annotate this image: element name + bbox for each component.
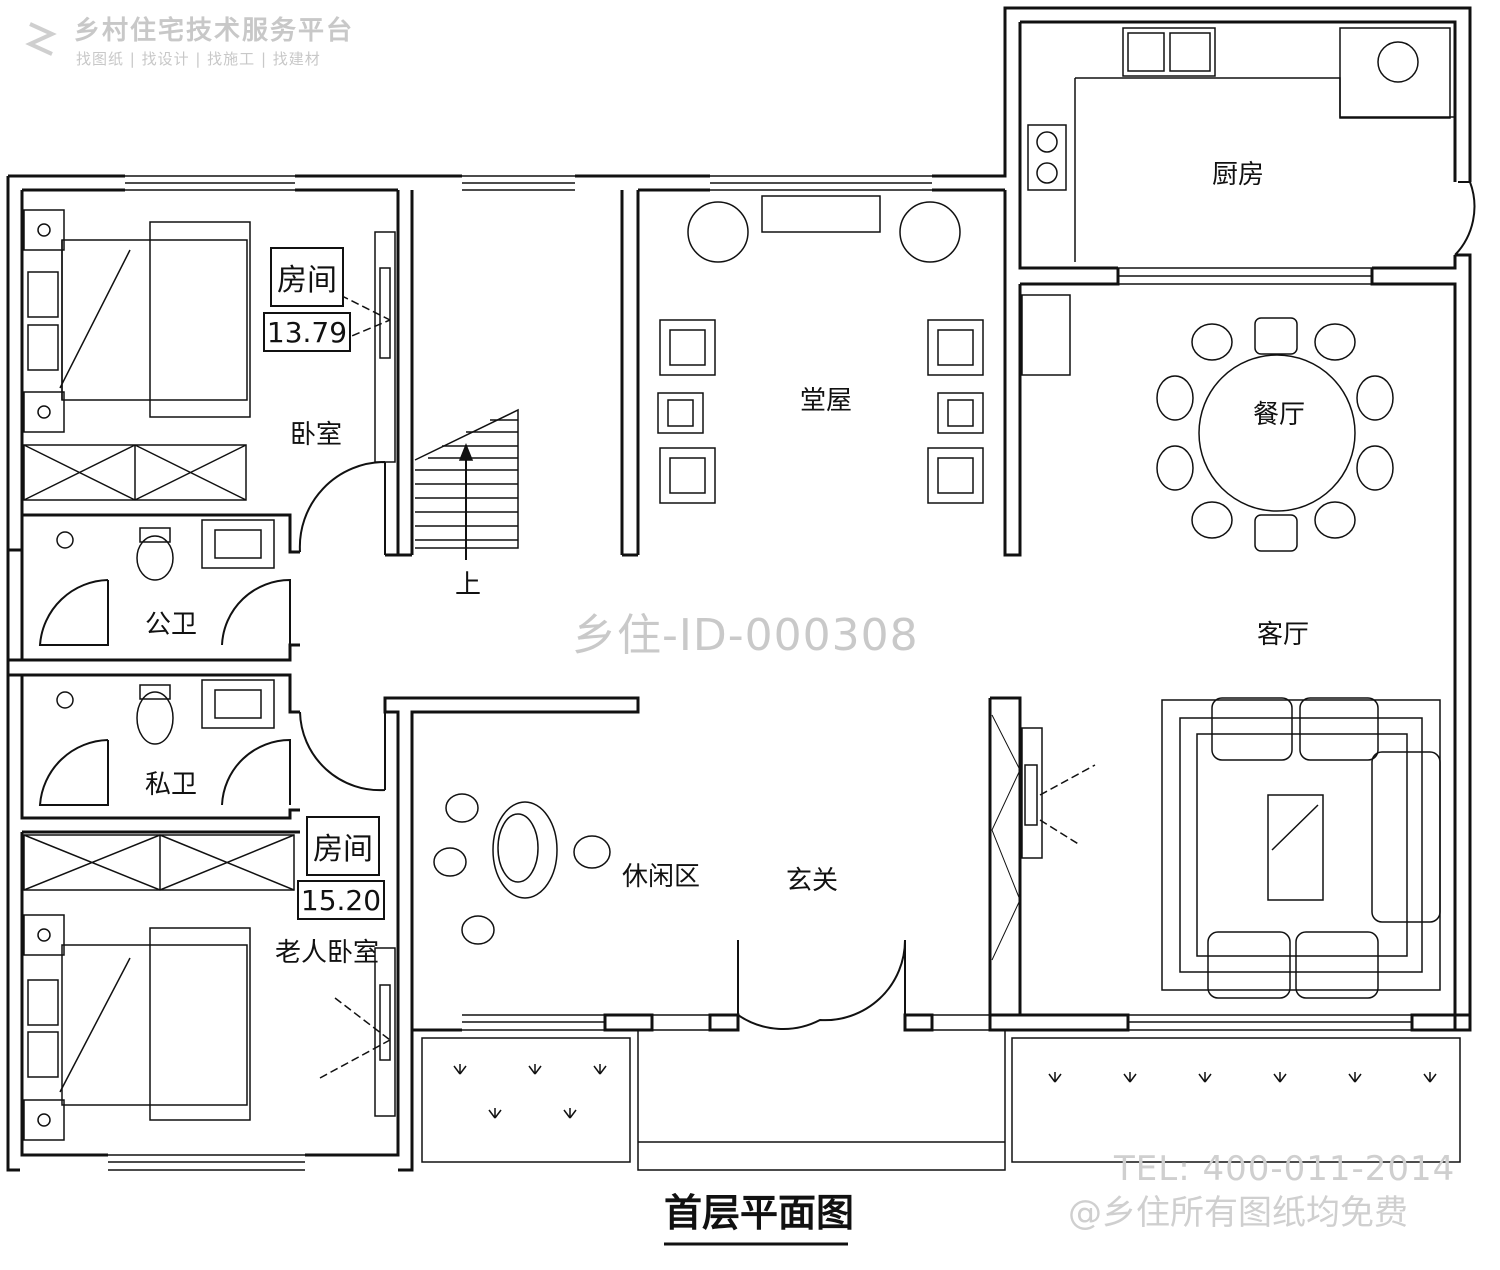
stairs (414, 408, 519, 560)
room-label-dining: 餐厅 (1253, 400, 1306, 430)
stair-up-label: 上 (455, 570, 482, 600)
area-tag-room2-area: 15.20 (297, 880, 385, 920)
room-label-elder-bedroom: 老人卧室 (275, 938, 380, 968)
watermark-tagline: 找图纸 | 找设计 | 找施工 | 找建材 (76, 50, 321, 68)
area-tag-room1-area: 13.79 (263, 312, 351, 352)
garden-marks (453, 1064, 1437, 1119)
room-label-private-bath: 私卫 (145, 770, 198, 800)
watermark-drawing-id: 乡住-ID-000308 (572, 610, 919, 661)
area-tag-room1-label: 房间 (270, 247, 344, 307)
watermark-slogan: @乡住所有图纸均免费 (1068, 1193, 1408, 1233)
watermark-phone: TEL: 400-011-2014 (1114, 1149, 1456, 1189)
room-label-kitchen: 厨房 (1212, 160, 1265, 190)
watermark-logo-mark (25, 22, 57, 56)
room-label-public-bath: 公卫 (145, 610, 198, 640)
furniture (23, 27, 1461, 1171)
room-label-hall: 堂屋 (800, 386, 853, 416)
room-label-bedroom: 卧室 (290, 420, 343, 450)
walls (6, 6, 1472, 1172)
room-label-foyer: 玄关 (786, 866, 839, 896)
room-label-leisure: 休闲区 (622, 862, 701, 892)
doors (38, 181, 1476, 1030)
watermark-brand: 乡村住宅技术服务平台 (74, 16, 355, 46)
drawing-title: 首层平面图 (664, 1191, 855, 1235)
room-label-living: 客厅 (1257, 620, 1310, 650)
area-tag-room2-label: 房间 (306, 816, 380, 876)
